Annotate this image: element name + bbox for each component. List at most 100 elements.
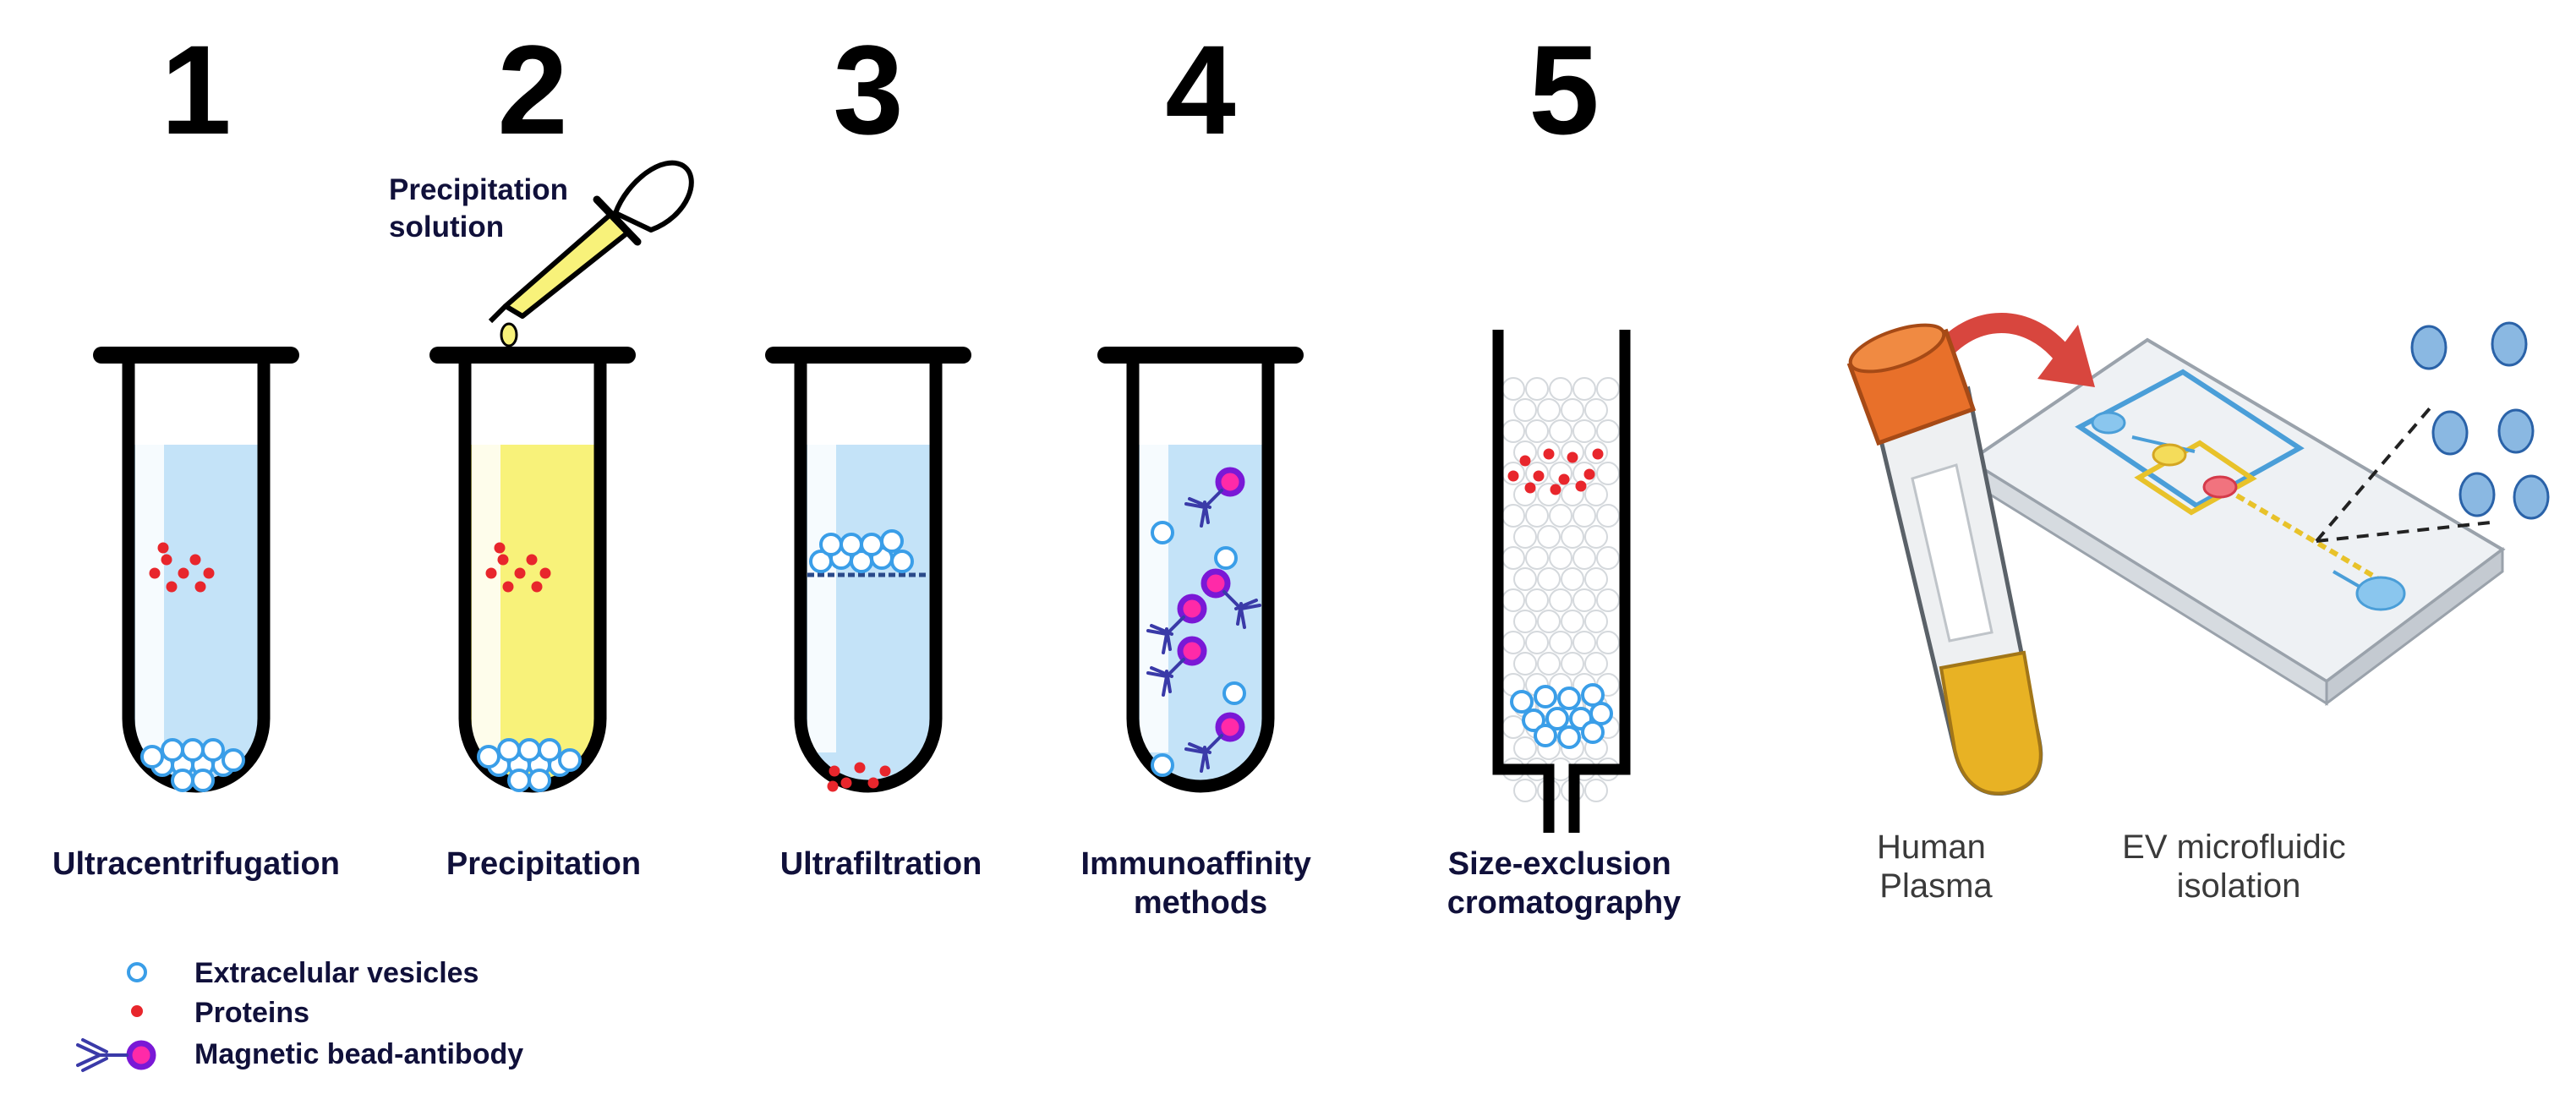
resin-bead (1501, 504, 1525, 528)
resin-bead (1584, 779, 1608, 802)
resin-bead (1501, 631, 1525, 654)
vesicle-icon (1581, 720, 1605, 744)
tube-outline (794, 355, 943, 793)
protein-icon (502, 581, 514, 593)
resin-bead (1549, 631, 1572, 654)
resin-bead (1584, 652, 1608, 676)
protein-icon (1575, 480, 1587, 492)
protein-icon (840, 777, 852, 789)
resin-bead (1561, 525, 1584, 549)
protein-icon (829, 765, 840, 777)
vesicle-icon (819, 533, 843, 556)
resin-bead (1584, 610, 1608, 633)
vesicle-icon (1222, 681, 1246, 705)
resin-bead (1596, 631, 1620, 654)
microfluidic-chip-illustration (1966, 337, 2506, 706)
column-outline-left (1492, 330, 1555, 833)
resin-bead (1537, 483, 1561, 506)
vesicle-icon (171, 769, 194, 792)
resin-bead (1572, 631, 1596, 654)
size-exclusion-column (1492, 330, 1631, 833)
resin-bead (1501, 377, 1525, 401)
resin-bead (1549, 588, 1572, 612)
vesicle-icon (161, 738, 184, 762)
protein-icon (1524, 482, 1536, 494)
vesicle-icon (517, 738, 541, 762)
protein-icon (539, 567, 551, 579)
tube-liquid (134, 445, 259, 781)
resin-bead (1513, 398, 1537, 422)
protein-icon (1550, 484, 1561, 495)
resin-bead (1572, 504, 1596, 528)
precipitation-tube (429, 347, 636, 793)
protein-icon (526, 554, 538, 566)
ultracentrifugation-tube (93, 347, 299, 793)
protein-icon (157, 542, 169, 554)
resin-bead (1596, 377, 1620, 401)
protein-icon (514, 567, 526, 579)
resin-bead (1572, 377, 1596, 401)
isolated-vesicles-icon (2410, 321, 2550, 520)
vesicle-icon (1151, 753, 1174, 777)
resin-bead (1596, 546, 1620, 570)
resin-bead (1549, 377, 1572, 401)
protein-icon (879, 765, 891, 777)
method-label-ultrafiltration: Ultrafiltration (780, 846, 982, 882)
vesicle-icon (558, 748, 582, 772)
vesicle-icon (201, 738, 225, 762)
protein-icon (867, 777, 879, 789)
step-number-1: 1 (161, 19, 231, 161)
legend-label-bead-antibody: Magnetic bead-antibody (194, 1038, 523, 1070)
vesicle-icon (1589, 702, 1613, 725)
method-label-ultracentrifugation: Ultracentrifugation (52, 846, 340, 882)
resin-bead (1501, 419, 1525, 443)
resin-bead (1596, 462, 1620, 485)
step-number-2: 2 (497, 19, 567, 161)
protein-icon (1592, 448, 1604, 460)
resin-bead (1584, 483, 1608, 506)
vesicle-icon (140, 745, 164, 769)
vesicle-icon (1557, 725, 1581, 749)
protein-icon (203, 567, 215, 579)
protein-icon (1567, 451, 1578, 463)
resin-bead (1561, 483, 1584, 506)
vesicle-icon (1534, 685, 1557, 708)
vesicle-icon (1545, 707, 1569, 730)
protein-icon (161, 554, 172, 566)
resin-bead (1537, 652, 1561, 676)
protein-icon (827, 780, 839, 792)
resin-bead (1537, 440, 1561, 464)
resin-bead (1584, 567, 1608, 591)
protein-icon (166, 581, 178, 593)
method-label-size-exclusion: Size-exclusion cromatography (1447, 846, 1682, 921)
vesicle-icon (507, 769, 531, 792)
step-number-3: 3 (833, 19, 903, 161)
tube-liquid (806, 445, 931, 781)
bead-antibody-icon (1200, 568, 1261, 629)
resin-bead (1561, 398, 1584, 422)
dropper-label: Precipitation solution (389, 173, 577, 243)
legend-label-vesicles: Extracelular vesicles (194, 957, 479, 989)
resin-bead (1572, 419, 1596, 443)
tube-liquid (470, 445, 595, 781)
resin-bead (1537, 567, 1561, 591)
resin-bead (1525, 419, 1549, 443)
protein-icon (494, 542, 506, 554)
vesicle-icon (1534, 724, 1557, 747)
resin-bead (1513, 610, 1537, 633)
protein-icon (531, 581, 543, 593)
vesicle-icon (890, 550, 914, 573)
bead-antibody-icon (1146, 594, 1207, 654)
column-outline-right (1568, 330, 1631, 833)
resin-bead (1561, 440, 1584, 464)
resin-bead (1561, 567, 1584, 591)
resin-bead (1537, 398, 1561, 422)
vesicle-icon (497, 738, 521, 762)
resin-bead (1501, 546, 1525, 570)
resin-bead (1513, 736, 1537, 760)
resin-bead (1572, 546, 1596, 570)
resin-bead (1537, 525, 1561, 549)
vesicle-icon (880, 529, 904, 553)
resin-bead (1501, 715, 1525, 739)
vesicle-icon (191, 769, 215, 792)
